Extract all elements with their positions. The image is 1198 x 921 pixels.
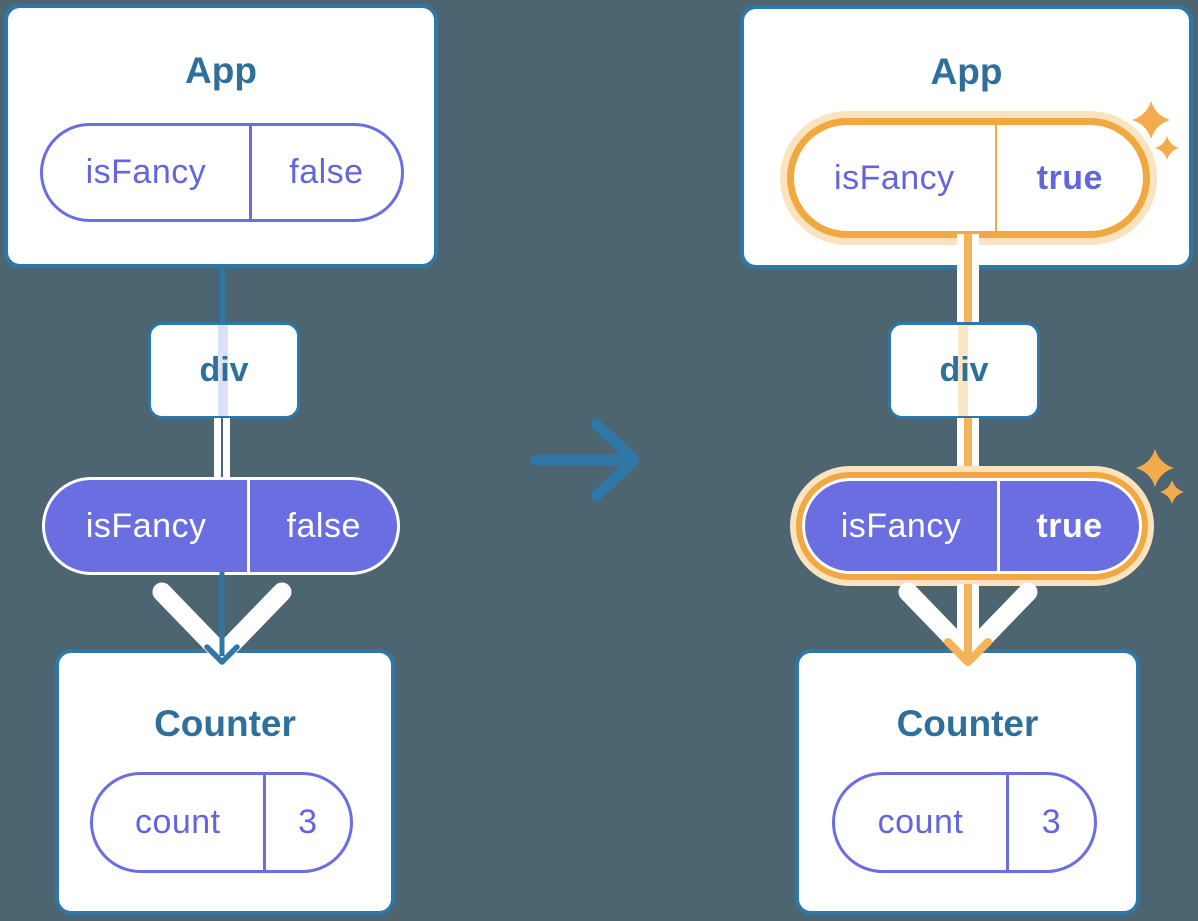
props-flow-line-highlighted	[957, 418, 979, 481]
prop-value: false	[248, 126, 401, 219]
prop-value: true	[997, 481, 1139, 571]
element-label: div	[199, 351, 249, 389]
prop-value: true	[994, 125, 1143, 231]
prop-pill-highlighted: isFancy true	[787, 118, 1150, 238]
tree-edge	[220, 266, 225, 324]
component-title: Counter	[154, 703, 296, 744]
component-title: App	[185, 50, 257, 91]
state-value: 3	[262, 775, 350, 870]
prop-pill: isFancy false	[42, 477, 400, 575]
prop-name: isFancy	[834, 158, 955, 197]
props-flow-line-highlighted	[957, 234, 979, 324]
prop-pill-highlighted: isFancy true	[802, 478, 1142, 574]
prop-name: isFancy	[85, 506, 207, 545]
sparkle-icon	[1132, 101, 1179, 160]
props-trace	[218, 325, 228, 416]
prop-pill: isFancy false	[40, 123, 404, 222]
prop-value: false	[247, 480, 397, 572]
props-flow-line	[214, 418, 230, 480]
arrow-down-icon	[898, 582, 1038, 666]
state-name: count	[134, 803, 221, 841]
transition-arrow-icon	[530, 418, 640, 502]
div-card: div	[888, 322, 1040, 419]
sparkle-icon	[1136, 449, 1184, 504]
state-pill: count 3	[90, 772, 353, 873]
state-name: count	[877, 803, 964, 841]
element-label: div	[939, 351, 989, 389]
state-pill: count 3	[832, 772, 1097, 873]
props-trace	[958, 325, 968, 416]
component-title: App	[930, 51, 1003, 92]
component-title: Counter	[896, 703, 1039, 744]
prop-name: isFancy	[840, 506, 962, 545]
state-value: 3	[1005, 775, 1094, 870]
prop-name: isFancy	[85, 153, 207, 191]
div-card: div	[148, 322, 300, 419]
arrow-down-icon	[152, 572, 292, 665]
